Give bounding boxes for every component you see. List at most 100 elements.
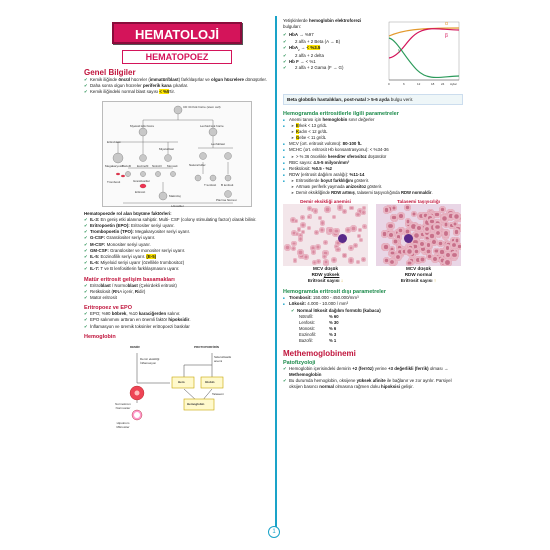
hb-label: Hem (178, 379, 185, 384)
hemoglobin-svg (129, 352, 224, 421)
red-cell (442, 221, 450, 228)
red-cell (433, 228, 443, 238)
red-cell (438, 256, 446, 264)
red-cell (433, 222, 442, 232)
red-cell (453, 237, 461, 244)
matur-list: Eritroblast / Normoblast (Çekirdekli eri… (84, 283, 270, 302)
red-cell (393, 252, 402, 262)
hb-label: PROTOPORFİRİN (194, 344, 219, 349)
red-cell (356, 233, 361, 238)
red-cell (317, 215, 323, 221)
red-cell (295, 231, 300, 237)
red-cell (397, 227, 405, 235)
red-cell (433, 247, 440, 255)
diagram-label: T lenfosit (204, 182, 217, 187)
red-cell (307, 205, 312, 211)
red-cell (422, 218, 432, 227)
red-cell (323, 240, 329, 246)
faktor-item: Trombopoetin (TPO): Megakaryositer seriy… (84, 229, 270, 235)
blood-smear-row: Demir eksikliği anemisi MCV düşük RDW yü… (283, 199, 463, 284)
eritro-sublist: > % 36 öncelikle herediter sferositoz dü… (291, 154, 463, 160)
hematopoiesis-svg (112, 105, 233, 203)
diagram-label: Natural killer (189, 162, 206, 167)
red-cell (443, 244, 452, 253)
red-cell (382, 257, 391, 265)
red-cell (360, 210, 366, 215)
red-cell (381, 243, 390, 251)
methem-list: Hemoglobin içerisindeki demirin +2 (ferr… (283, 366, 463, 391)
eritro-sublist: Erkek < 13 gr/dL Kadın < 12 gr/dL Gebe <… (291, 123, 463, 141)
eritro-item: Anemi tanısı için hemoglobin sınır değer… (283, 117, 463, 123)
smear-image-iron (283, 204, 368, 267)
red-cell (355, 212, 361, 218)
diagram-label: Lökositler (171, 203, 184, 208)
red-cell (355, 259, 361, 265)
red-cell (386, 221, 395, 231)
smear-caption: Talasemi taşıyıcılığı (397, 199, 440, 205)
eritro-subitem: Eritrositlerde boyut farklılığını göster… (291, 178, 463, 184)
right-column: Yetişkinlerde hemoglobin elektroforezi b… (283, 18, 463, 391)
red-cell (413, 248, 421, 256)
red-cell (428, 217, 436, 226)
red-cell (400, 248, 408, 256)
hb-label: Globin (205, 379, 215, 384)
electro-list: HbA → %97 2 alfa + 2 Beta (A → B) HbA2 →… (283, 32, 378, 71)
diagram-label: Eozinofil (137, 163, 149, 168)
faktor-list: IL-3: En geniş etki alanına sahiptir. Mu… (84, 217, 270, 273)
eritro-subitem: Kadın < 12 gr/dL (291, 129, 463, 135)
red-cell (422, 212, 430, 220)
red-cell (300, 215, 306, 221)
red-cell (303, 253, 310, 261)
faktor-item: GM-CSF: Granülositer ve monositer seriyi… (84, 248, 270, 254)
formula-title-list: Normal lökosit dağılım formülü (kabaca) (291, 308, 463, 314)
red-cell (387, 257, 397, 266)
red-cell (353, 242, 359, 248)
dis-heading: Hemogramda eritrosit dışı parametreler (283, 289, 387, 296)
red-cell (307, 214, 312, 219)
diagram-label: Lenfoid kök hücre (200, 123, 224, 128)
formula-row: Eozinofil:% 3 (299, 331, 337, 337)
white-cell (338, 234, 347, 244)
hematopoiesis-diagram: CD 34 Kök hücre (stem cell) Myeloid kök … (102, 100, 252, 208)
red-cell (297, 233, 303, 239)
diagram-label: Myeloid kök hücre (130, 123, 155, 128)
red-cell (405, 246, 415, 256)
red-cell (406, 259, 413, 266)
electro-block: Yetişkinlerde hemoglobin elektroforezi b… (283, 18, 463, 90)
red-cell (283, 244, 291, 252)
red-cell (426, 252, 434, 261)
chart-x-tick: 0 (388, 82, 390, 86)
eritro-sublist-wrap: Erkek < 13 gr/dL Kadın < 12 gr/dL Gebe <… (283, 123, 463, 141)
red-cell (289, 216, 296, 224)
diagram-label: CD 34 Kök hücre (stem cell) (183, 104, 221, 109)
red-cell (300, 222, 307, 228)
red-cell (418, 240, 427, 249)
eritro-item: RDW (eritrosit dağılım aralığı): %11-14 (283, 172, 463, 178)
faktor-item: IL-6: Miyeloid seriyi uyarır (özellikle … (84, 260, 270, 266)
hb-label: Hipokrom Mikrositer (116, 420, 130, 429)
red-cell (428, 223, 438, 232)
red-cell (347, 244, 355, 252)
globin-chart-svg (388, 21, 460, 81)
red-cell (297, 236, 304, 242)
red-cell (291, 240, 298, 247)
red-cell (382, 206, 391, 214)
eritro-sublist-wrap: Eritrositlerde boyut farklılığını göster… (283, 178, 463, 196)
red-cell (410, 210, 417, 217)
red-cell (443, 258, 452, 267)
leukocyte-formula: Nötrofil:% 60 Lenfosit:% 30 Monosit:% 6 … (299, 314, 463, 344)
formula-row: Monosit:% 6 (299, 325, 337, 331)
red-cell (452, 212, 461, 222)
red-cell (447, 211, 455, 220)
red-cell (390, 213, 398, 222)
red-cell (422, 224, 432, 234)
blood-smear-iron: Demir eksikliği anemisi MCV düşük RDW yü… (283, 199, 368, 284)
red-cell (342, 253, 347, 258)
dis-item: Trombosit: 150.000 - 450.000/mm³ (283, 295, 463, 301)
faktor-heading: Hematopoezde rol alan büyüme faktörleri: (84, 210, 172, 216)
eritro-subitem: Artması periferik yaymada anizositoz gös… (291, 184, 463, 190)
red-cell (450, 250, 459, 260)
faktor-item: Eritropoetin (EPO): Eritrositer seriyi u… (84, 223, 270, 229)
red-cell (418, 244, 427, 253)
hb-label: Sideroblastik anemi (214, 354, 232, 363)
